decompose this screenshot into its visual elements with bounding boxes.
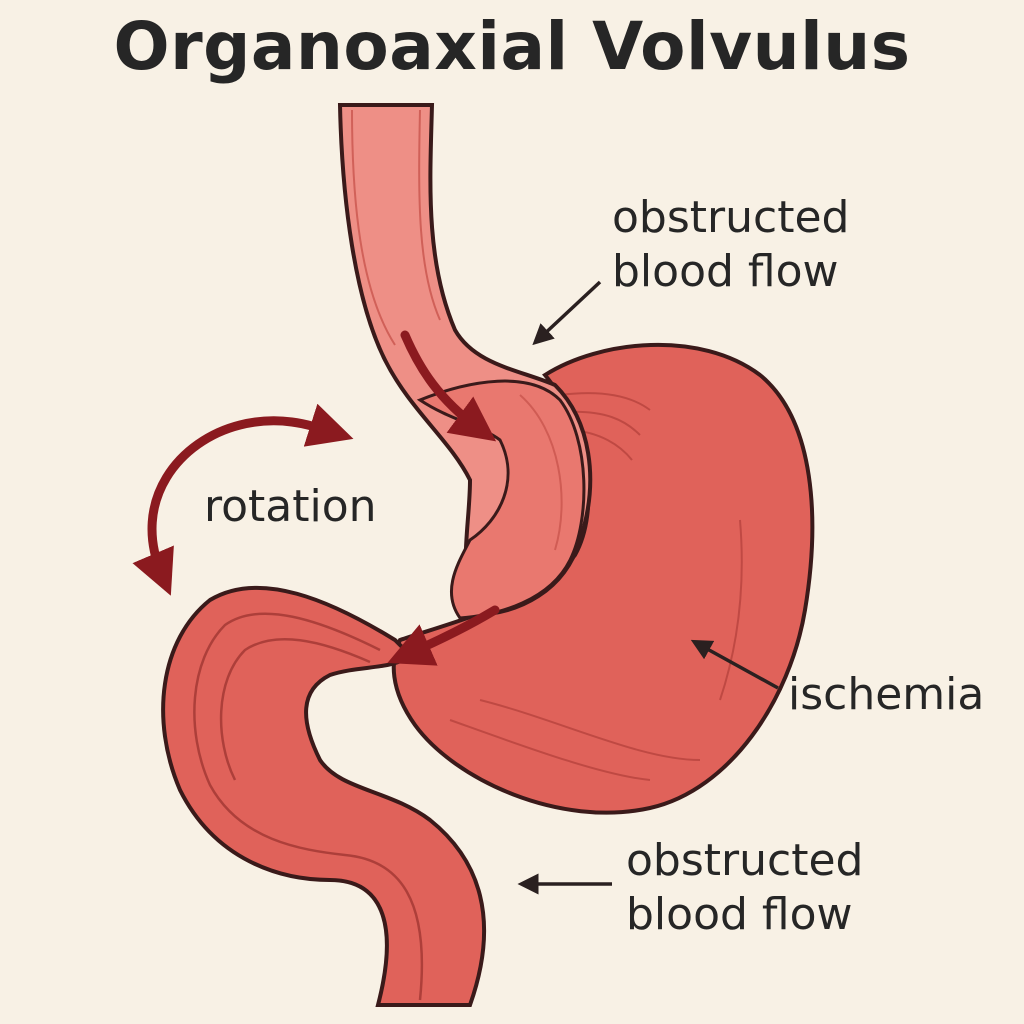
duodenum <box>161 585 487 1007</box>
duodenum-wall-lines <box>193 612 424 1001</box>
label-obstructed-blood-flow-top: obstructed blood flow <box>612 191 849 299</box>
label-line: blood flow <box>612 246 839 297</box>
label-line: obstructed <box>612 192 850 243</box>
label-rotation: rotation <box>204 481 377 532</box>
flow-arrow-esophagus <box>400 330 497 442</box>
label-line: blood flow <box>626 889 853 940</box>
pointer-arrow-top <box>532 280 602 346</box>
label-obstructed-blood-flow-bottom: obstructed blood flow <box>626 834 863 942</box>
esophagus-wall-lines <box>351 109 563 551</box>
diagram-title: Organoaxial Volvulus <box>113 8 911 85</box>
pointer-arrow-ischemia <box>690 639 779 690</box>
rotation-arrow <box>132 403 354 596</box>
stomach-fold-lines <box>449 392 743 781</box>
label-ischemia: ischemia <box>788 669 985 720</box>
flow-arrow-lower <box>387 605 500 666</box>
label-line: obstructed <box>626 835 864 886</box>
